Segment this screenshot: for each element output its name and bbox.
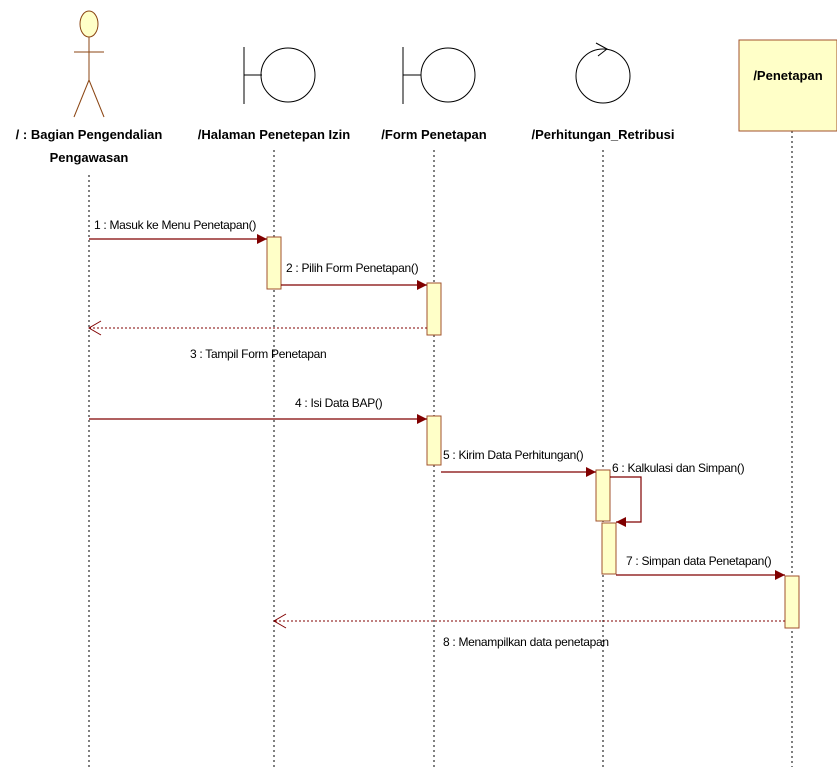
penetapan-box — [738, 39, 837, 132]
boundary-icon — [402, 47, 476, 104]
form-label: /Form Penetapan — [381, 127, 487, 142]
message-label-3: 3 : Tampil Form Penetapan — [190, 347, 326, 361]
message-label-8: 8 : Menampilkan data penetapan — [443, 635, 609, 649]
penetapan-label: /Penetapan — [753, 68, 822, 83]
perhitungan-label: /Perhitungan_Retribusi — [531, 127, 674, 142]
activation-form-1 — [426, 282, 442, 336]
message-label-7: 7 : Simpan data Penetapan() — [626, 554, 772, 568]
activation-halaman — [266, 236, 282, 290]
message-label-6: 6 : Kalkulasi dan Simpan() — [612, 461, 745, 475]
message-label-1: 1 : Masuk ke Menu Penetapan() — [94, 218, 256, 232]
actor-label-line1: / : Bagian Pengendalian — [16, 127, 163, 142]
actor-head-icon — [79, 10, 99, 38]
control-icon — [575, 42, 631, 104]
activation-form-2 — [426, 415, 442, 466]
activation-perhitungan-2 — [601, 522, 617, 575]
activation-penetapan — [784, 575, 800, 629]
return-arrowhead-icon — [273, 613, 287, 629]
activation-perhitungan-1 — [595, 469, 611, 522]
message-arrow-6 — [610, 476, 642, 527]
boundary-icon — [243, 47, 316, 104]
halaman-label: /Halaman Penetepan Izin — [198, 127, 350, 142]
actor-figure — [73, 10, 105, 118]
message-label-5: 5 : Kirim Data Perhitungan() — [443, 448, 584, 462]
return-arrowhead-icon — [88, 320, 102, 336]
actor-label-line2: Pengawasan — [50, 150, 129, 165]
message-label-4: 4 : Isi Data BAP() — [295, 396, 383, 410]
message-label-2: 2 : Pilih Form Penetapan() — [286, 261, 419, 275]
